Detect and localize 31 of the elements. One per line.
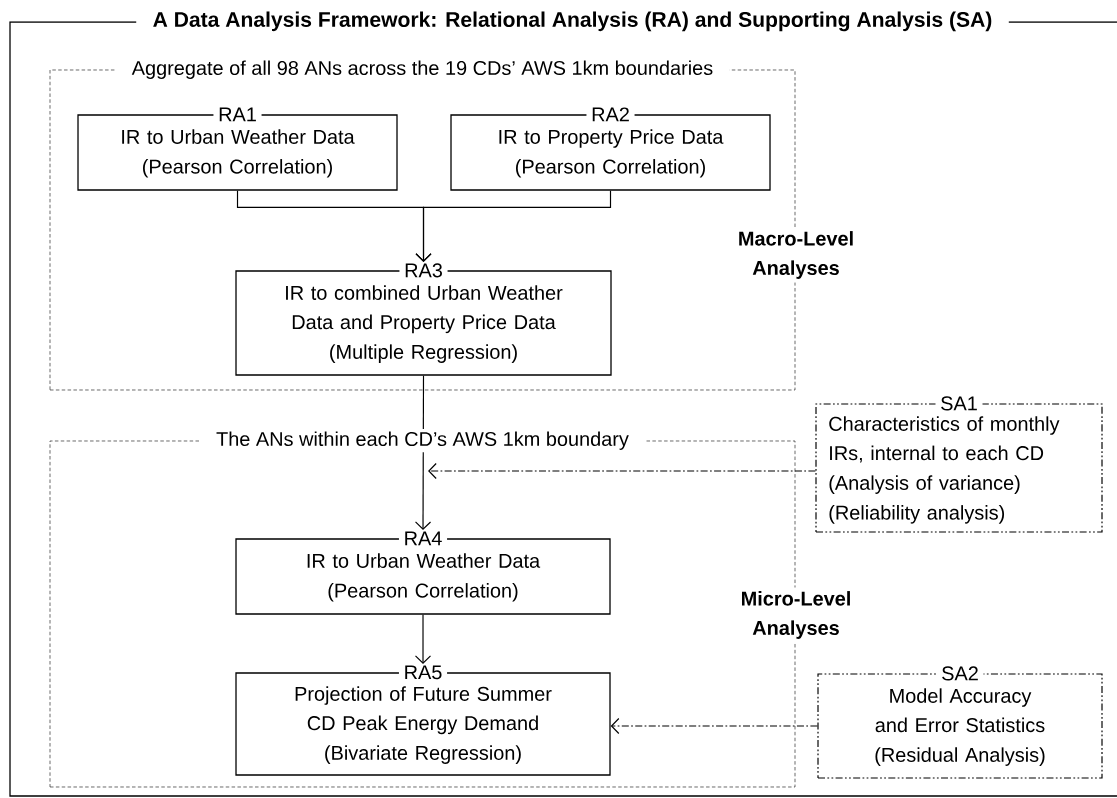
group-heading: The ANs within each CD’s AWS 1km boundary	[199, 429, 646, 453]
arrow	[610, 717, 818, 735]
arrow	[428, 462, 816, 480]
arrow	[415, 190, 612, 262]
box-text: IR to Property Price Data	[499, 129, 724, 148]
box-text: IR to Urban Weather Data	[122, 129, 355, 144]
arrow	[414, 614, 432, 664]
box-text: (Multiple Regression)	[330, 344, 517, 363]
box-heading: RA3	[399, 262, 448, 279]
box-text: (Reliability analysis)	[829, 505, 1005, 524]
box-heading: RA1	[213, 106, 262, 123]
box-text: IR to combined Urban Weather Data and Property Price Data	[286, 285, 563, 334]
group-heading: Aggregate of all 98 ANs across the 19 CDs’ AWS 1km boundaries	[115, 58, 730, 82]
box-heading: SA2	[936, 665, 984, 682]
box-text: (Analysis of variance)	[829, 475, 1020, 494]
box-heading: SA1	[935, 395, 983, 412]
box-text: (Pearson Correlation)	[516, 159, 705, 178]
level-label: Macro-Level Analyses	[727, 227, 865, 283]
box-text: Model Accuracy and Error Statistics	[875, 688, 1045, 733]
box-heading: RA2	[586, 106, 635, 123]
box-text: IR to Urban Weather Data	[307, 553, 541, 568]
box-text: (Bivariate Regression)	[325, 745, 521, 764]
box-heading: RA4	[398, 530, 448, 547]
box-text: (Pearson Correlation)	[328, 583, 518, 602]
box-heading: RA5	[398, 664, 448, 681]
box-text: (Pearson Correlation)	[143, 159, 332, 178]
box-text: Characteristics of monthly IRs, internal to each CD	[829, 416, 1060, 463]
box-text: (Residual Analysis)	[875, 747, 1045, 766]
level-label: Micro-Level Analyses	[727, 587, 865, 643]
box-text: Projection of Future Summer CD Peak Energy Demand	[295, 686, 552, 735]
framework-title: A Data Analysis Framework: Relational Analysis (RA) and Supporting Analysis (SA)	[136, 9, 1009, 34]
